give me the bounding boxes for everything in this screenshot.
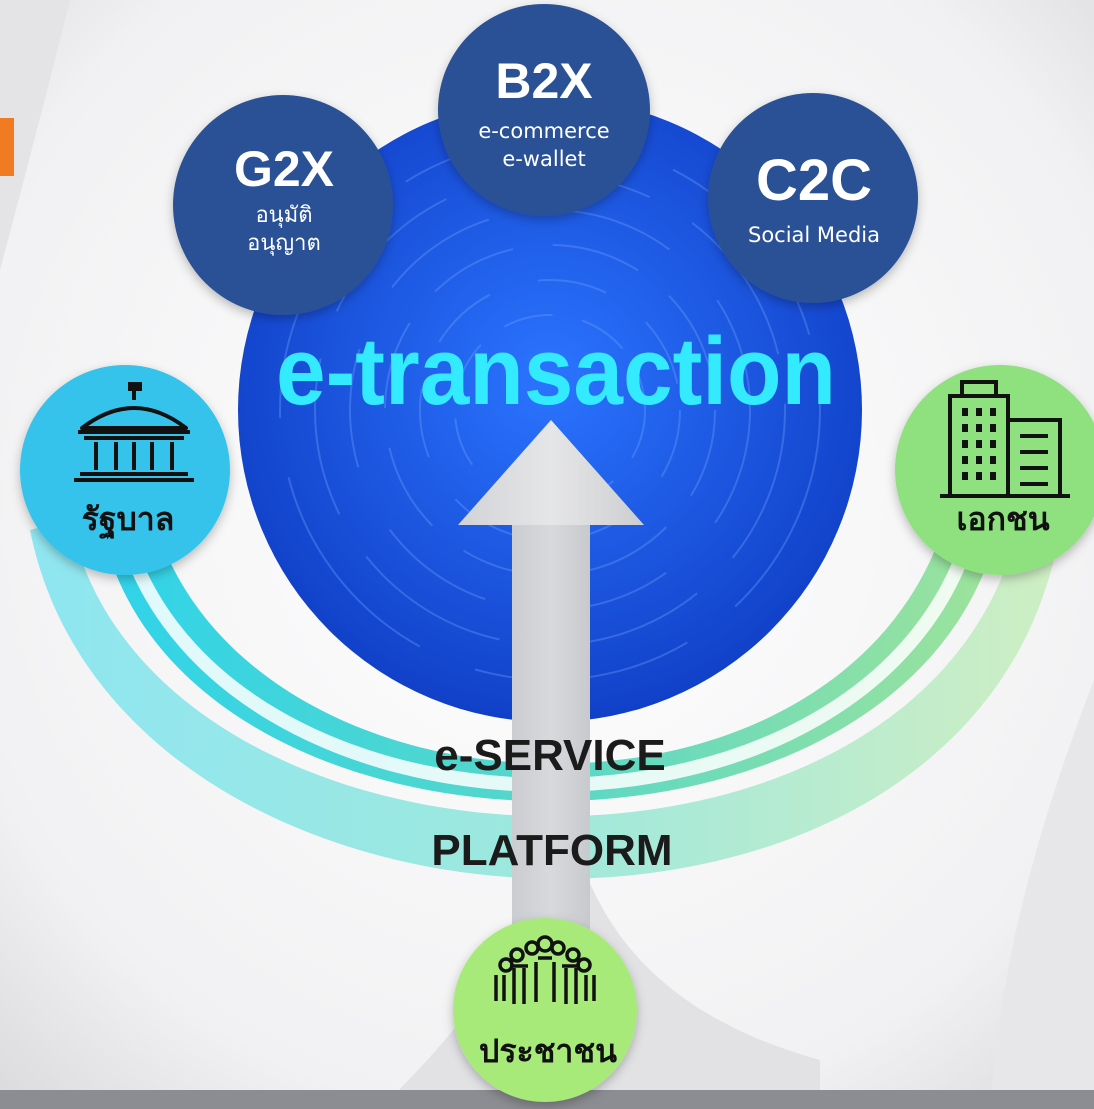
c2c-node bbox=[708, 93, 918, 303]
center-label: e-transaction bbox=[276, 318, 836, 425]
background-swoosh-left bbox=[0, 0, 70, 270]
b2x-line-1: e-commerce bbox=[478, 119, 609, 143]
service-band bbox=[100, 505, 1000, 802]
platform-band bbox=[30, 520, 1060, 879]
platform-band-label: PLATFORM bbox=[431, 826, 672, 875]
background-swoosh-right bbox=[990, 680, 1094, 1109]
center-circle bbox=[238, 98, 862, 722]
government-building-icon bbox=[74, 382, 194, 482]
g2x-line-2: อนุญาต bbox=[247, 231, 321, 256]
office-building-icon bbox=[940, 380, 1070, 498]
g2x-title: G2X bbox=[234, 141, 334, 197]
b2x-node bbox=[438, 4, 650, 216]
c2c-title: C2C bbox=[756, 148, 872, 213]
b2x-title: B2X bbox=[495, 53, 592, 109]
g2x-line-1: อนุมัติ bbox=[255, 203, 312, 228]
government-label: รัฐบาล bbox=[82, 500, 175, 540]
g2x-node bbox=[173, 95, 393, 315]
citizens-node bbox=[453, 918, 637, 1102]
b2x-line-2: e-wallet bbox=[502, 147, 585, 171]
upward-arrow bbox=[458, 420, 644, 1090]
private-label: เอกชน bbox=[956, 500, 1049, 538]
citizens-label: ประชาชน bbox=[479, 1032, 617, 1070]
people-group-icon bbox=[494, 935, 596, 1004]
government-node bbox=[20, 365, 230, 575]
orange-accent-mark bbox=[0, 118, 14, 176]
c2c-line-1: Social Media bbox=[748, 223, 880, 247]
private-node bbox=[895, 365, 1094, 575]
service-band-label: e-SERVICE bbox=[434, 731, 666, 780]
upward-arrow-edge bbox=[458, 420, 644, 525]
